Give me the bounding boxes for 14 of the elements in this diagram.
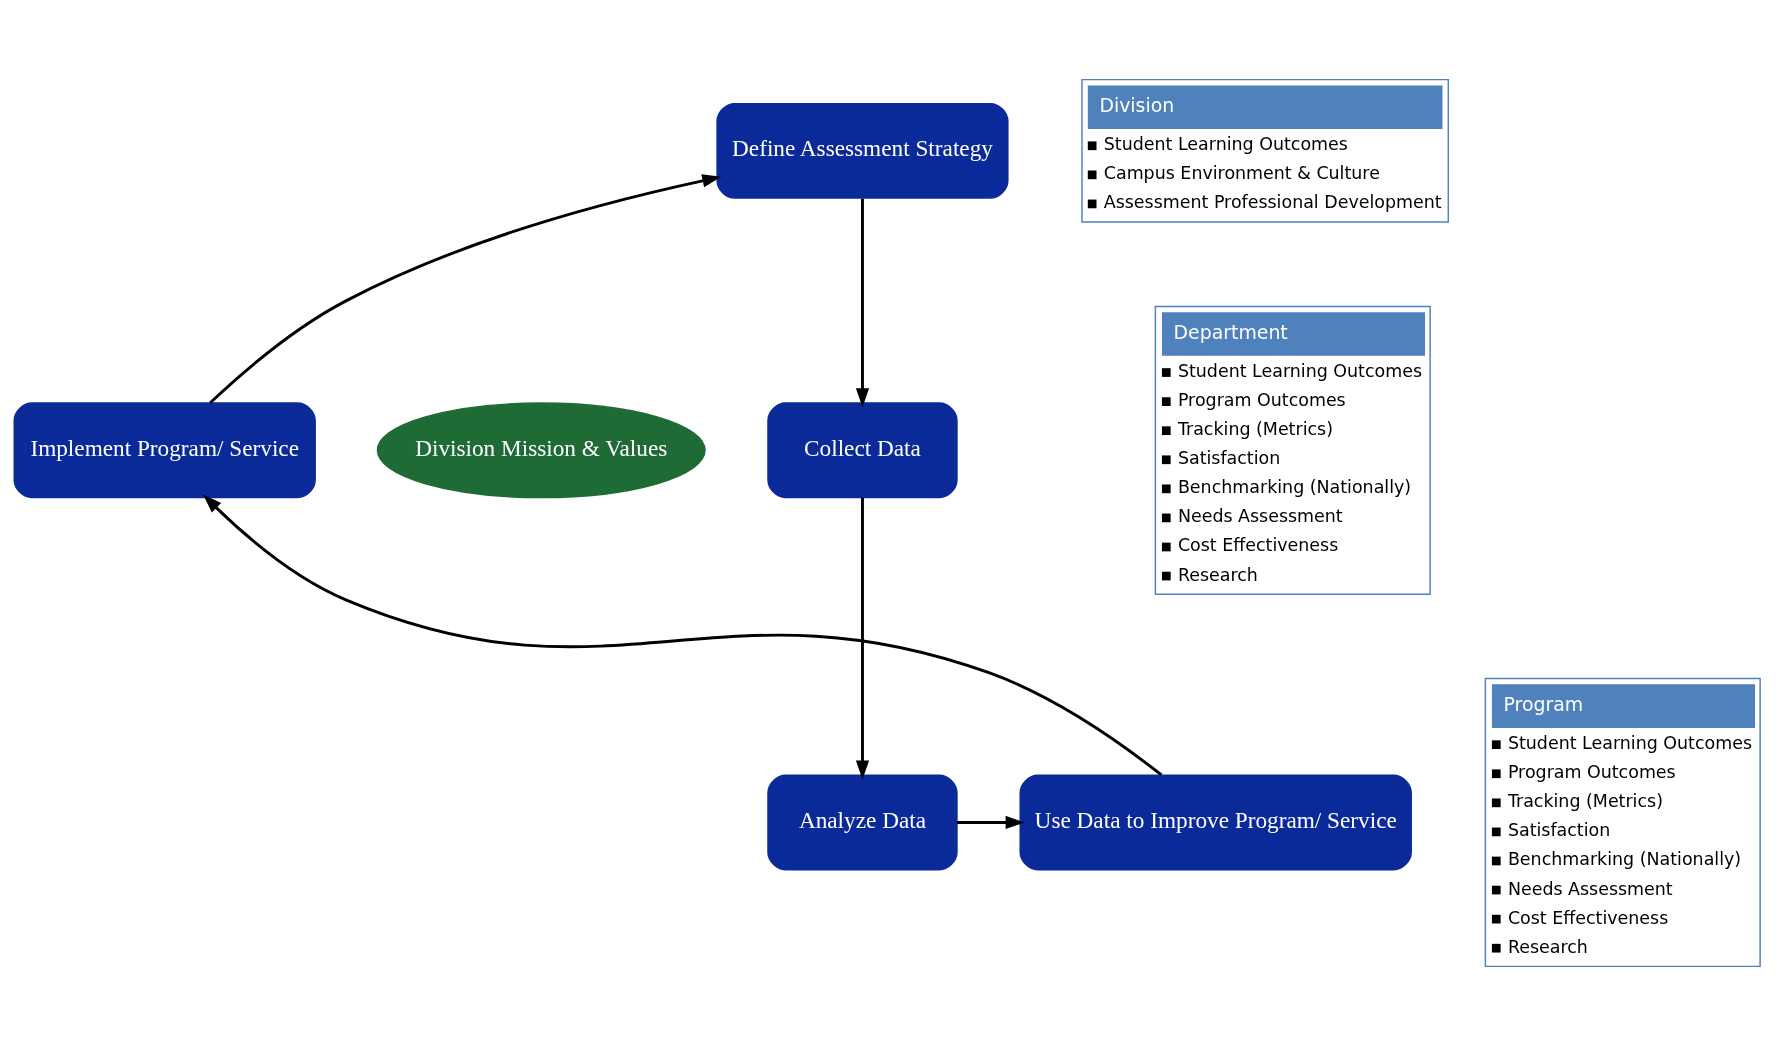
node-box: Collect Data bbox=[767, 401, 958, 498]
arrow bbox=[209, 173, 722, 404]
arrow bbox=[855, 198, 870, 407]
arrow bbox=[855, 497, 870, 779]
arrow bbox=[203, 494, 1163, 776]
arrow bbox=[957, 815, 1025, 829]
node-ellipse: Division Mission & Values bbox=[376, 401, 706, 498]
node-box: Department Student Learning Outcomes Program Outcomes Tracking (Metrics) Satisfaction Benchmarking (Nationally) Needs Assessment Cost Effectiveness Research bbox=[1154, 305, 1431, 595]
node-box: Division Student Learning Outcomes Campus Environment & Culture Assessment Professional Development bbox=[1081, 78, 1450, 223]
node-box: Program Student Learning Outcomes Program Outcomes Tracking (Metrics) Satisfaction Benchmarking (Nationally) Needs Assessment Cost Effectiveness Research bbox=[1484, 677, 1761, 967]
node-box: Define Assessment Strategy bbox=[716, 102, 1009, 199]
node-box: Implement Program/ Service bbox=[13, 401, 316, 498]
node-box: Analyze Data bbox=[767, 774, 958, 870]
node-box: Use Data to Improve Program/ Service bbox=[1019, 774, 1412, 870]
